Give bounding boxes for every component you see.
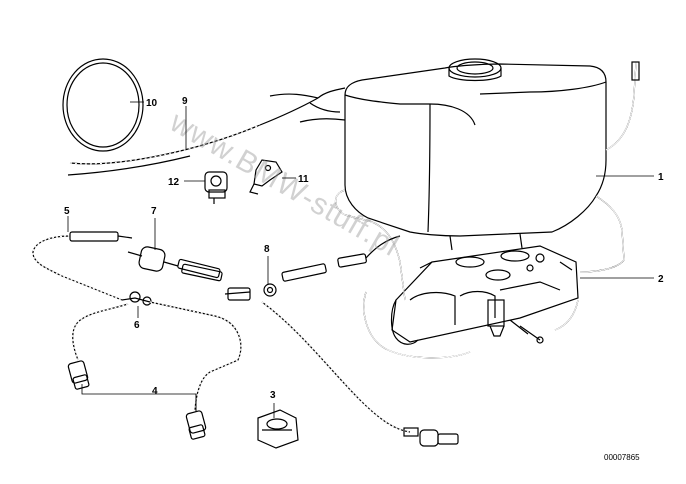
t-connector-drawing	[72, 291, 242, 411]
leader-lines	[67, 101, 654, 418]
cable-sleeve-drawing	[67, 87, 346, 176]
part-label-12: 12	[168, 177, 180, 188]
washer-hose-drawing	[32, 231, 133, 301]
grommet-drawing	[181, 235, 401, 301]
part-label-5: 5	[64, 206, 70, 217]
watermark: www.BMW-stuff.pl	[164, 105, 405, 263]
part-label-4: 4	[152, 386, 158, 397]
part-label-8: 8	[264, 244, 270, 255]
part-label-9: 9	[182, 96, 188, 107]
sealing-ring-drawing	[62, 58, 144, 152]
bracket-drawing	[249, 159, 283, 195]
part-label-1: 1	[658, 172, 664, 183]
long-hose-drawing	[261, 301, 459, 447]
tank-pump-hoses	[335, 189, 625, 359]
washer-tank-drawing	[344, 58, 640, 251]
hose-clip-drawing	[257, 409, 299, 449]
part-label-11: 11	[298, 174, 309, 185]
cable-holder-drawing	[204, 171, 228, 204]
part-label-7: 7	[151, 206, 157, 217]
part-label-2: 2	[658, 274, 664, 285]
diagram-reference-code: 00007865	[604, 453, 640, 462]
part-label-10: 10	[146, 98, 158, 109]
part-label-3: 3	[270, 390, 276, 401]
check-valve-drawing	[127, 246, 221, 279]
washer-pump-drawing	[390, 245, 579, 345]
part-label-6: 6	[134, 320, 140, 331]
spray-nozzle-drawing	[67, 360, 207, 440]
